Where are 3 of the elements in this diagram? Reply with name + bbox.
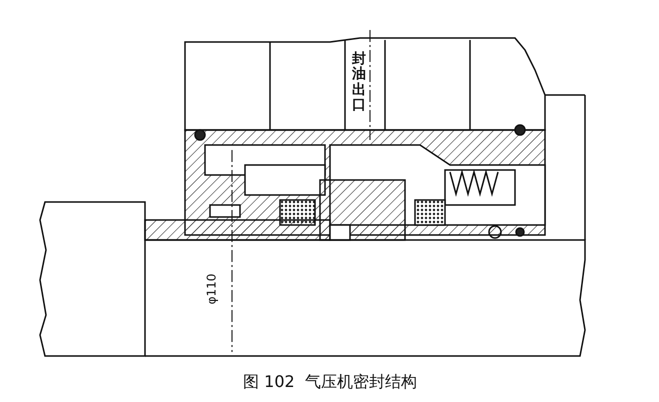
diameter-label: φ110 [204,274,218,304]
outlet-label: 封油出口 [352,52,366,114]
figure-caption: 图 102 气压机密封结构 [242,372,418,393]
